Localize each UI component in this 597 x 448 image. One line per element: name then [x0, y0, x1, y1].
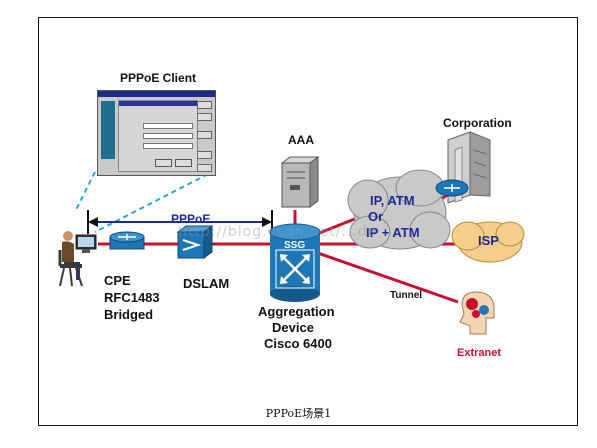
isp-label: ISP [478, 233, 499, 248]
window-button-5 [197, 164, 212, 172]
domain-field [143, 143, 193, 149]
pppoe-arrow-left-head [88, 217, 98, 227]
pppoe-client-label: PPPoE Client [120, 71, 197, 85]
client-window-titlebar [98, 91, 215, 97]
window-button-3 [197, 131, 212, 139]
corporation-label: Corporation [443, 116, 512, 130]
aaa-label: AAA [288, 133, 314, 147]
dslam-icon [176, 225, 214, 259]
aggregation-label: Aggregation [258, 304, 335, 319]
rfc1483-label: RFC1483 [104, 290, 160, 305]
client-window-side-image [101, 101, 115, 159]
username-field [143, 123, 193, 129]
client-dialog-titlebar [119, 101, 197, 106]
pppoe-arrow-right-head [262, 217, 272, 227]
connect-button [155, 159, 172, 167]
cpe-label: CPE [104, 273, 131, 288]
cloud-label-line1: IP, ATM [370, 193, 415, 208]
bridged-label: Bridged [104, 307, 154, 322]
figure-caption: PPPoE场景1 [265, 407, 332, 420]
corporation-building-icon [435, 131, 491, 204]
ssg-label: SSG [284, 240, 306, 251]
window-button-1 [197, 101, 212, 109]
cloud-label-line3: IP + ATM [366, 225, 420, 240]
blog-watermark: http://blog.csdn.net/...de [178, 224, 378, 240]
isp-cloud [451, 221, 525, 263]
cloud-label-line2: Or [368, 209, 384, 224]
aaa-server-icon [280, 156, 320, 208]
pppoe-label: PPPoE [171, 212, 211, 226]
user-at-computer-icon [58, 231, 97, 287]
client-dash-right [94, 169, 217, 233]
cpe-router-icon [109, 231, 145, 250]
window-button-4 [197, 151, 212, 159]
extranet-label: Extranet [457, 347, 502, 359]
tunnel-label: Tunnel [390, 290, 423, 301]
password-field [143, 133, 193, 139]
client-dash-left [74, 171, 96, 213]
dslam-label: DSLAM [183, 276, 230, 291]
ssg-router-icon [269, 223, 321, 302]
cisco-6400-label: Cisco 6400 [264, 336, 332, 351]
extranet-head-icon [459, 291, 495, 335]
pppoe-client-window [97, 90, 216, 176]
client-dialog [118, 100, 198, 172]
cancel-button [175, 159, 192, 167]
device-label: Device [272, 320, 314, 335]
ip-atm-cloud [347, 169, 451, 250]
window-button-2 [197, 113, 212, 121]
